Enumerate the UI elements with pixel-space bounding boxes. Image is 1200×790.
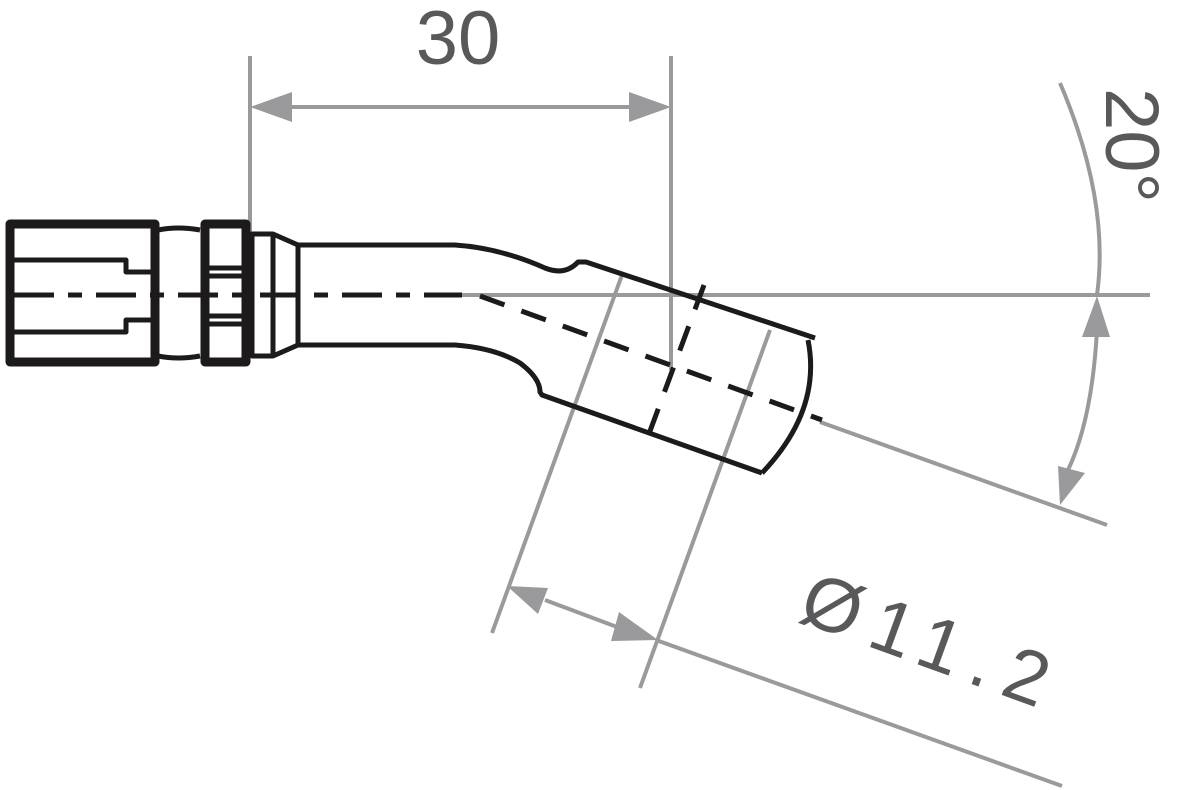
collar: [157, 225, 201, 361]
extension-line-diameter-right: [638, 329, 772, 689]
angle-dimension: 20°: [462, 82, 1174, 527]
bent-tube: [298, 242, 816, 476]
tube-end-arc: [760, 339, 814, 475]
tube-lower-edge: [298, 342, 763, 476]
centerlines: [14, 284, 823, 451]
diameter-dimension: Ø11.2: [490, 274, 1074, 788]
arrowhead-right-icon: [629, 92, 671, 122]
angled-centerline: [479, 293, 823, 423]
angle-label: 20°: [1089, 88, 1174, 203]
hex-nut-outline: [5, 219, 160, 367]
cross-centerline: [640, 284, 707, 451]
angle-arc-lower: [1066, 329, 1099, 471]
arrowhead-diameter-left-icon: [507, 586, 548, 614]
dimension-line-diameter: [544, 598, 626, 632]
arrowhead-angle-bottom-icon: [1058, 466, 1085, 505]
angled-reference-line: [819, 420, 1108, 527]
diameter-leader-line: [655, 638, 1063, 788]
arrowhead-diameter-right-icon: [611, 612, 658, 641]
angle-arc-upper: [1058, 82, 1102, 296]
extension-line-diameter-left: [490, 274, 624, 634]
arrowhead-left-icon: [250, 92, 292, 122]
second-hex-lines: [205, 265, 246, 327]
length-dimension: 30: [248, 0, 673, 370]
nut-inner-line-top: [10, 257, 155, 275]
tube-upper-edge: [298, 242, 816, 341]
arrowhead-angle-top-icon: [1082, 296, 1110, 337]
nut-inner-line-bottom: [10, 317, 155, 335]
length-label: 30: [416, 0, 501, 81]
